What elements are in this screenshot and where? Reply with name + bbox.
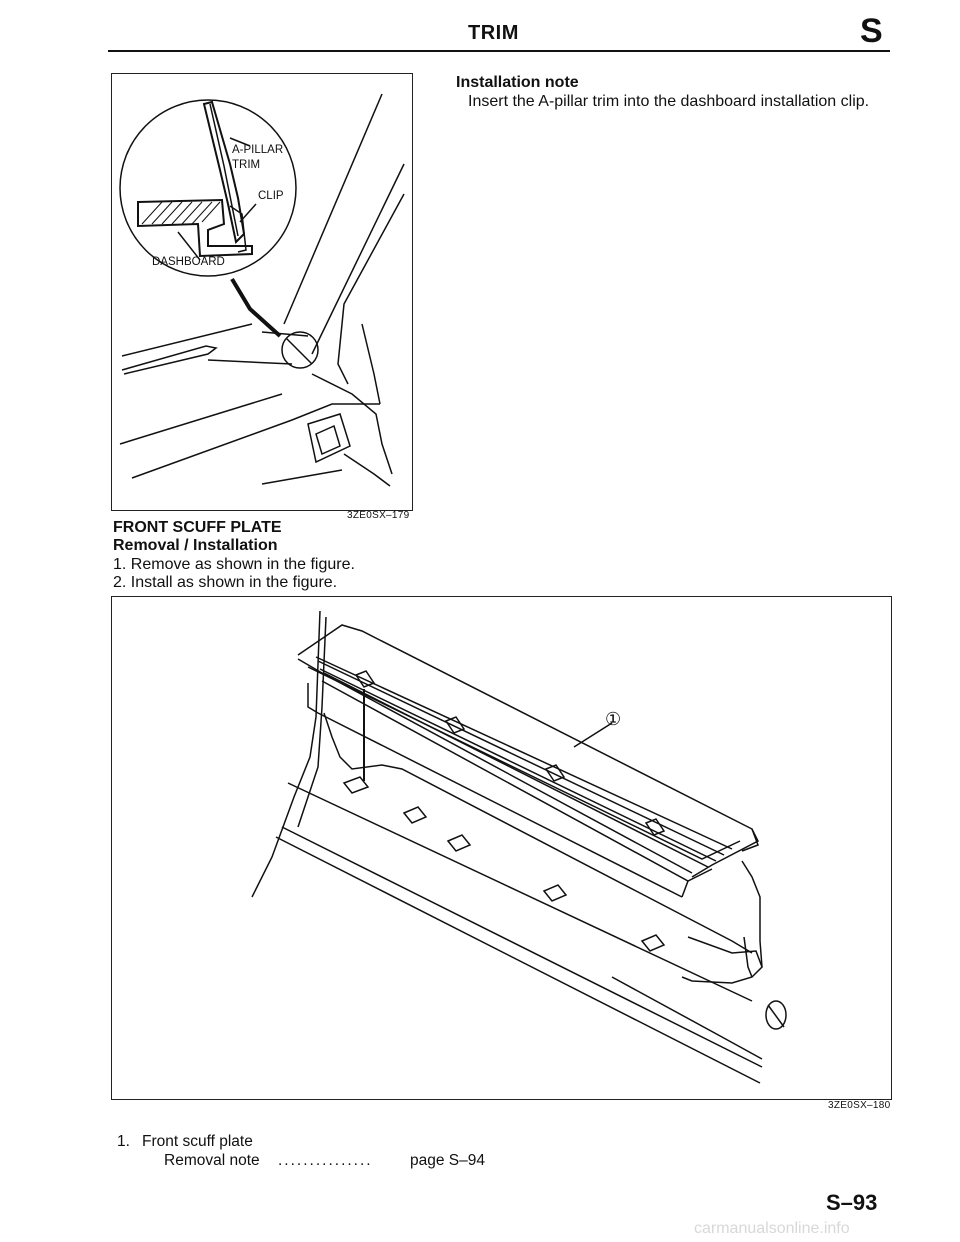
figure1-code: 3ZE0SX–179: [347, 510, 410, 521]
section-letter: S: [860, 12, 883, 50]
figure-a-pillar: A-PILLAR TRIM CLIP DASHBOARD: [111, 73, 413, 511]
callout-1: ①: [605, 709, 622, 729]
step-2: 2. Install as shown in the figure.: [113, 574, 338, 591]
legend-note-label: Removal note: [164, 1152, 260, 1169]
page-number: S–93: [826, 1190, 878, 1215]
label-a-pillar-trim-2: TRIM: [232, 159, 261, 171]
figure-scuff-plate: ①: [111, 596, 892, 1100]
a-pillar-illustration: [119, 93, 405, 487]
installation-note-heading: Installation note: [456, 74, 579, 91]
legend-number: 1.: [117, 1133, 130, 1150]
watermark: carmanualsonline.info: [694, 1220, 850, 1237]
section-subtitle: Removal / Installation: [113, 537, 278, 554]
page-title: TRIM: [468, 22, 519, 44]
label-clip: CLIP: [258, 190, 284, 202]
legend-dots: ...............: [278, 1152, 373, 1169]
label-dashboard: DASHBOARD: [152, 256, 225, 268]
figure2-code: 3ZE0SX–180: [828, 1100, 891, 1111]
step-1: 1. Remove as shown in the figure.: [113, 556, 355, 573]
section-title: FRONT SCUFF PLATE: [113, 519, 282, 536]
legend-page-ref: page S–94: [410, 1152, 485, 1169]
label-a-pillar-trim-1: A-PILLAR: [232, 144, 284, 156]
header-divider: [108, 50, 890, 52]
installation-note-text: Insert the A-pillar trim into the dashbo…: [468, 93, 870, 110]
scuff-plate-illustration: [251, 610, 787, 1084]
legend-item: Front scuff plate: [142, 1133, 253, 1150]
